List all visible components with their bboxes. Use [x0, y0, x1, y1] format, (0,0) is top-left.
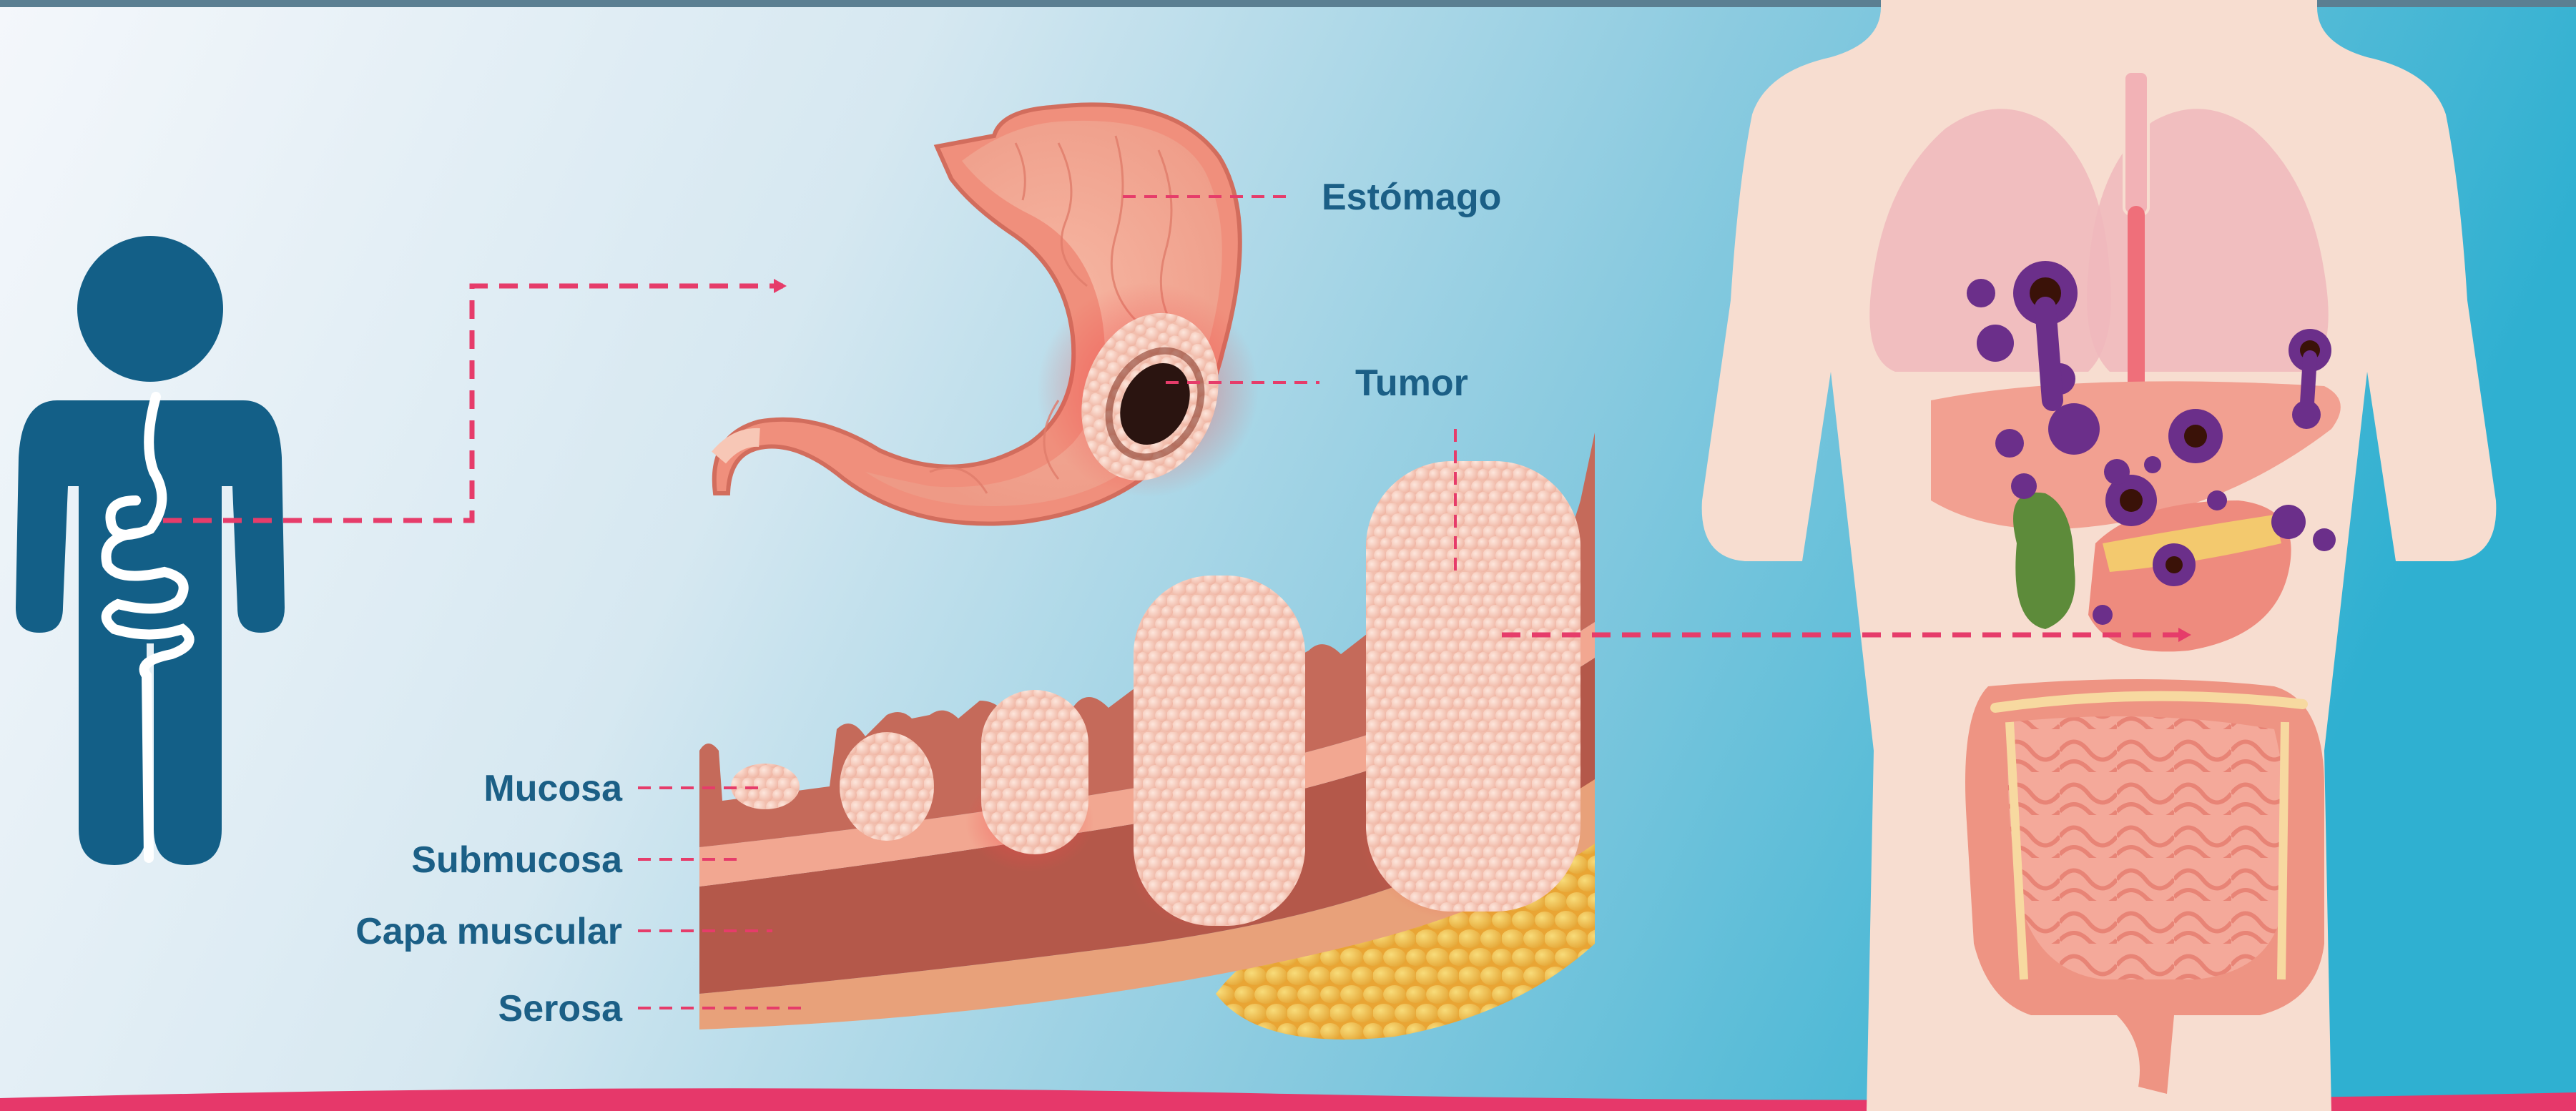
label-serosa: Serosa	[336, 990, 622, 1027]
label-stomach: Estómago	[1322, 179, 1501, 216]
label-mucosa: Mucosa	[336, 770, 622, 807]
label-submucosa: Submucosa	[336, 841, 622, 879]
label-tumor: Tumor	[1355, 365, 1468, 402]
label-muscular-layer: Capa muscular	[265, 913, 622, 950]
